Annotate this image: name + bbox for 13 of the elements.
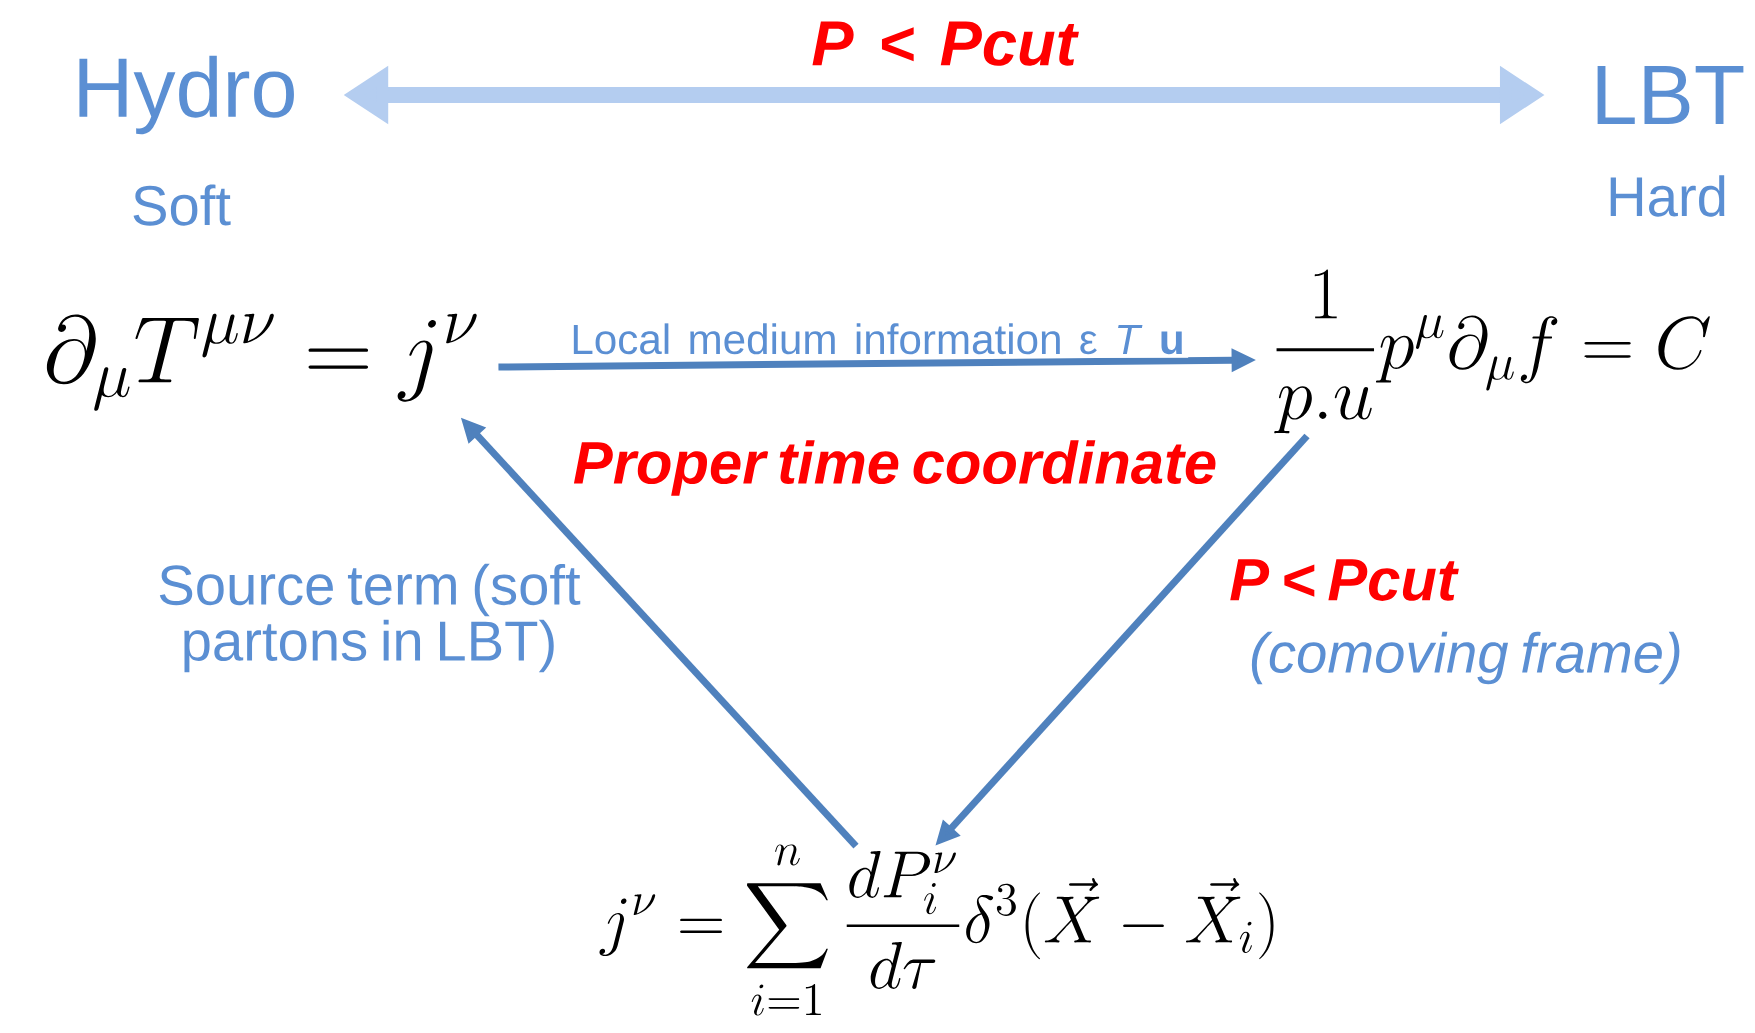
edge-label: P < Pcut — [807, 18, 1081, 70]
note-text: P < Pcut — [1230, 559, 1459, 601]
note-text: (comoving frame) — [1251, 631, 1680, 685]
note-text: Proper time coordinate — [573, 440, 1216, 496]
side-label: Soft — [133, 184, 231, 226]
note-text: Source term (soft partons in LBT) — [159, 563, 581, 673]
equation: $j^\nu = \sum_{i=1}^{n} \frac{dP_i^\nu}{d\tau} \delta^3(\vec{X} - \vec{X}_i)$ — [599, 844, 1274, 1016]
node-label: Hydro — [79, 55, 294, 135]
equation: $\partial_\mu T^{\mu\nu} = j^\nu$ — [46, 313, 477, 411]
side-label: Hard — [1610, 175, 1725, 217]
edge-label: Local medium information ε T u — [566, 319, 1189, 358]
equation: $\frac{1}{p.u} p^\mu \partial_\mu f = C$ — [1274, 269, 1710, 434]
node-label: LBT — [1597, 66, 1744, 124]
